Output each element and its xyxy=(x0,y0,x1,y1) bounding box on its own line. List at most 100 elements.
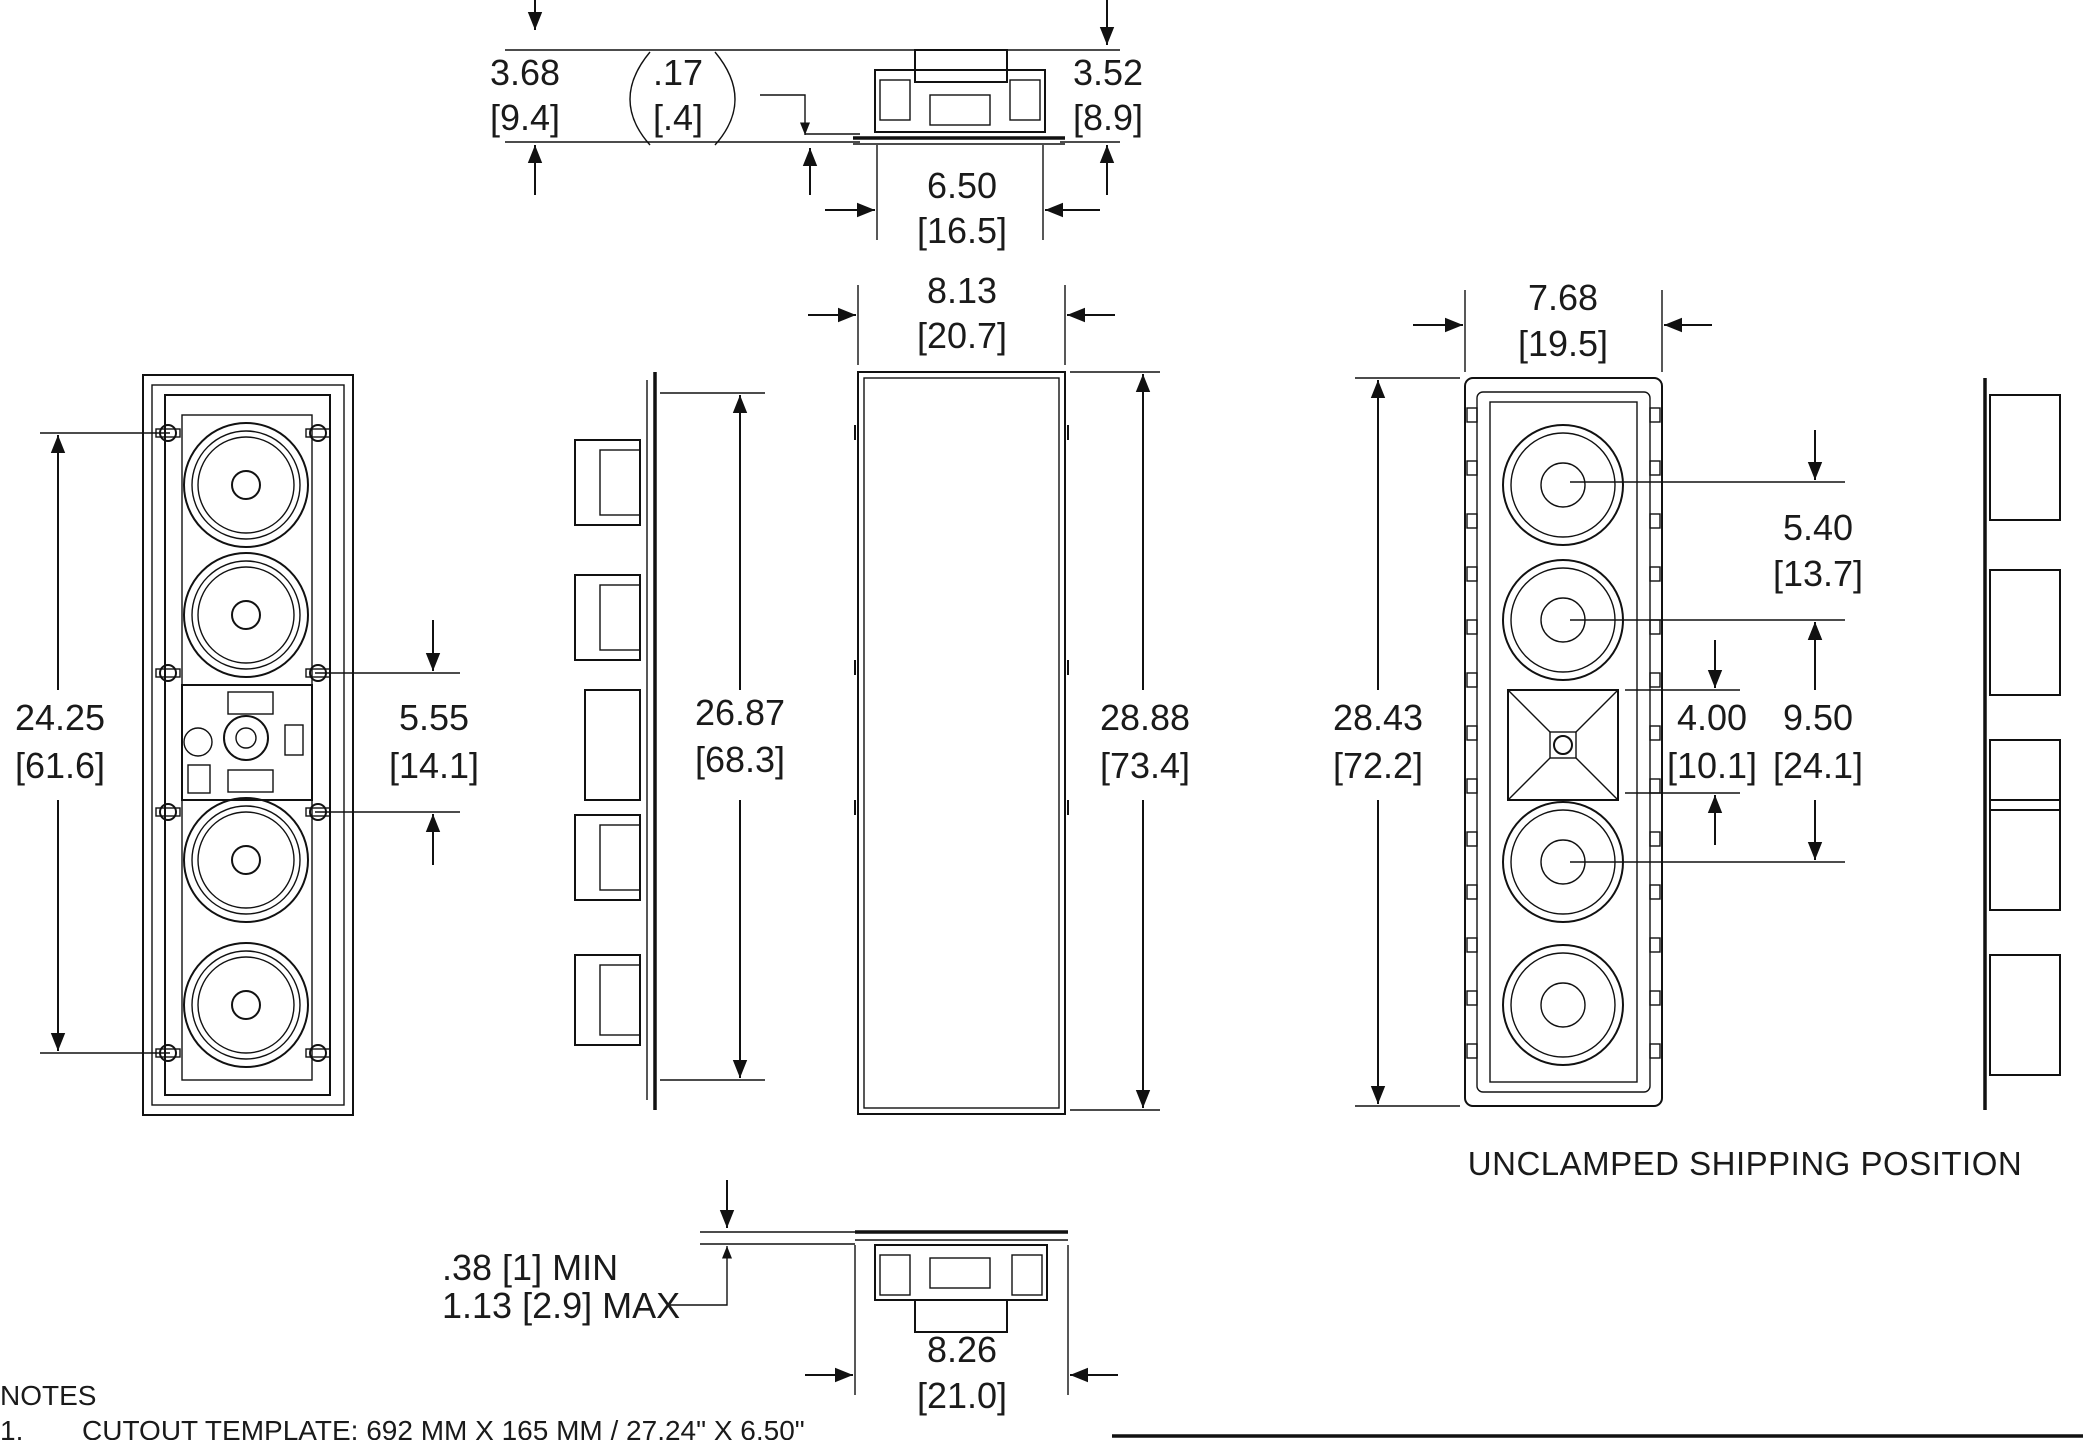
mount-slot xyxy=(1649,672,1661,688)
mount-slot xyxy=(1466,831,1478,847)
woofer-surround xyxy=(197,436,295,534)
mount-slot xyxy=(1649,566,1661,582)
woofer-cone xyxy=(191,430,301,540)
side-tweeter-module xyxy=(584,689,641,801)
mount-slot xyxy=(1649,513,1661,529)
side-driver-module xyxy=(574,954,641,1046)
top-right-depth-mm: [8.9] xyxy=(1073,97,1143,138)
bottom-width: 8.26 xyxy=(927,1329,997,1370)
clamp-screw xyxy=(159,664,177,682)
woofer-outline xyxy=(183,942,309,1068)
woofer-outline xyxy=(183,422,309,548)
mount-slot xyxy=(1466,990,1478,1006)
mount-slot xyxy=(1649,460,1661,476)
driver-dustcap xyxy=(1540,462,1586,508)
mount-slot xyxy=(1649,990,1661,1006)
mount-slot xyxy=(1466,778,1478,794)
woofer-dustcap xyxy=(231,470,261,500)
front-span: 24.25 xyxy=(15,697,105,738)
mount-slot xyxy=(1466,884,1478,900)
grille-width: 8.13 xyxy=(927,270,997,311)
side-view xyxy=(574,372,765,1110)
driver-dustcap xyxy=(1540,982,1586,1028)
top-left-depth: 3.68 xyxy=(490,52,560,93)
unclamped-caption: UNCLAMPED SHIPPING POSITION xyxy=(1468,1145,2022,1182)
unclamped-drivers xyxy=(1502,424,1624,1066)
woofer-outline xyxy=(183,797,309,923)
mount-slot xyxy=(1649,619,1661,635)
mount-slot xyxy=(1466,725,1478,741)
top-width-mm: [16.5] xyxy=(917,210,1007,251)
side-driver-module xyxy=(574,814,641,901)
woofer-spacing-mm: [13.7] xyxy=(1773,553,1863,594)
grille-width-mm: [20.7] xyxy=(917,315,1007,356)
note-1-text: CUTOUT TEMPLATE: 692 MM X 165 MM / 27.24… xyxy=(82,1415,805,1440)
clamp-arm xyxy=(155,807,181,817)
mount-slot xyxy=(1466,513,1478,529)
grille-height-mm: [73.4] xyxy=(1100,745,1190,786)
top-view xyxy=(505,0,1120,240)
unclamped-width: 7.68 xyxy=(1528,277,1598,318)
mount-slot xyxy=(1649,884,1661,900)
side-driver-module xyxy=(574,574,641,661)
woofer-surround xyxy=(197,956,295,1054)
front-span-mm: [61.6] xyxy=(15,745,105,786)
mount-slot xyxy=(1649,778,1661,794)
grille-view xyxy=(808,285,1160,1115)
unclamped-front-view xyxy=(1355,290,1845,1107)
right-side-modules xyxy=(1989,394,2061,1076)
bottom-view xyxy=(670,1180,1118,1395)
mount-slot xyxy=(1649,937,1661,953)
right-side-module xyxy=(1989,954,2061,1076)
side-driver-basket xyxy=(599,964,641,1036)
side-driver-basket xyxy=(599,449,641,516)
woofer-center-span: 9.50 xyxy=(1783,697,1853,738)
unclamped-width-mm: [19.5] xyxy=(1518,323,1608,364)
clamp-arm xyxy=(305,428,331,438)
clamp-screw xyxy=(309,1044,327,1062)
mount-slot xyxy=(1466,566,1478,582)
mount-slot xyxy=(1466,937,1478,953)
unclamped-mount-slots xyxy=(1466,407,1661,1059)
clamp-arm xyxy=(305,1048,331,1058)
right-side-module xyxy=(1989,739,2061,811)
right-side-module xyxy=(1989,569,2061,696)
wall-max: 1.13 [2.9] MAX xyxy=(442,1285,680,1326)
woofer-center-span-mm: [24.1] xyxy=(1773,745,1863,786)
woofer-cone xyxy=(191,560,301,670)
horn-size: 4.00 xyxy=(1677,697,1747,738)
horn-size-mm: [10.1] xyxy=(1667,745,1757,786)
note-1-num: 1. xyxy=(0,1415,23,1440)
side-driver-basket xyxy=(599,584,641,651)
woofer-dustcap xyxy=(231,845,261,875)
side-height: 26.87 xyxy=(695,692,785,733)
mount-slot xyxy=(1466,672,1478,688)
side-driver-basket xyxy=(599,824,641,891)
grille-height: 28.88 xyxy=(1100,697,1190,738)
woofer-outline xyxy=(183,552,309,678)
side-height-mm: [68.3] xyxy=(695,739,785,780)
unclamped-height-mm: [72.2] xyxy=(1333,745,1423,786)
driver-surround xyxy=(1510,952,1616,1058)
front-view xyxy=(40,374,460,1116)
unclamped-height: 28.43 xyxy=(1333,697,1423,738)
top-right-depth: 3.52 xyxy=(1073,52,1143,93)
woofer-cone xyxy=(191,950,301,1060)
driver-outline xyxy=(1502,424,1624,546)
woofer-surround xyxy=(197,566,295,664)
woofer-dustcap xyxy=(231,600,261,630)
clamp-screw xyxy=(309,424,327,442)
right-side-module xyxy=(1989,394,2061,521)
top-left-depth-mm: [9.4] xyxy=(490,97,560,138)
mount-slot xyxy=(1466,1043,1478,1059)
mount-slot xyxy=(1649,1043,1661,1059)
driver-surround xyxy=(1510,432,1616,538)
front-center-mm: [14.1] xyxy=(389,745,479,786)
mount-slot xyxy=(1649,407,1661,423)
bottom-width-mm: [21.0] xyxy=(917,1375,1007,1416)
clamp-arm xyxy=(155,668,181,678)
woofer-cone xyxy=(191,805,301,915)
top-flange-mm: [.4] xyxy=(653,97,703,138)
front-center: 5.55 xyxy=(399,697,469,738)
